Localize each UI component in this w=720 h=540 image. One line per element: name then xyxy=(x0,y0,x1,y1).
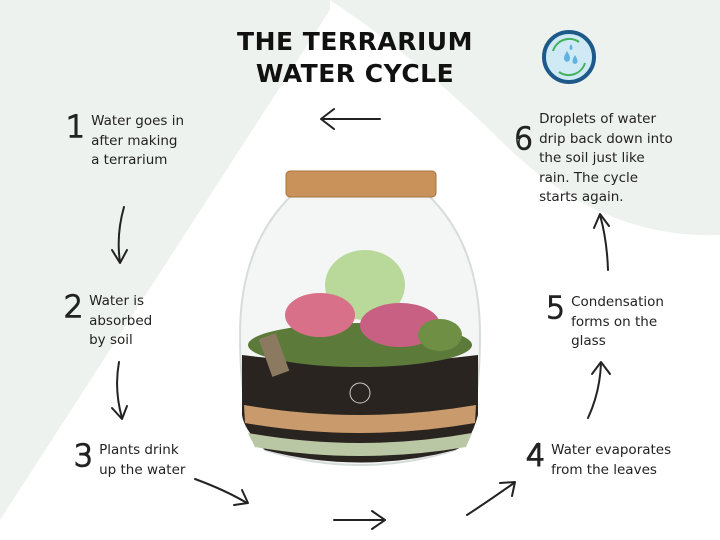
step-text-line: forms on the xyxy=(571,313,658,330)
step-text-line: by soil xyxy=(89,332,133,348)
arrow-up-icon xyxy=(593,213,610,271)
step-2: 2 Water is absorbed by soil xyxy=(63,290,153,351)
step-number: 2 xyxy=(63,290,84,325)
step-text-line: drip back down into xyxy=(539,130,673,147)
step-text-line: rain. The cycle xyxy=(539,169,639,186)
arrow-right-icon xyxy=(333,510,386,530)
title-line-1: THE TERRARIUM xyxy=(237,27,473,56)
step-5: 5 Condensation forms on the glass xyxy=(545,291,664,352)
title-line-2: WATER CYCLE xyxy=(255,59,455,88)
step-text-line: a terrarium xyxy=(91,152,168,168)
step-text-line: glass xyxy=(571,333,606,349)
step-6: 6 Droplets of water drip back down into … xyxy=(513,110,673,208)
arrow-down-icon xyxy=(111,206,128,264)
step-text-line: starts again. xyxy=(539,189,624,205)
terrarium-jar-illustration xyxy=(238,170,482,466)
step-text-line: Droplets of water xyxy=(539,111,657,127)
step-number: 6 xyxy=(513,122,534,157)
step-1: 1 Water goes in after making a terrarium xyxy=(65,110,185,171)
step-text-line: the soil just like xyxy=(539,150,645,166)
step-number: 5 xyxy=(545,291,566,326)
step-text-line: Water evaporates xyxy=(551,442,672,458)
step-text-line: Plants drink xyxy=(99,442,179,458)
step-number: 3 xyxy=(73,439,94,474)
step-text-line: absorbed xyxy=(89,312,153,329)
step-3: 3 Plants drink up the water xyxy=(73,439,186,480)
arrow-right-icon xyxy=(194,478,249,506)
step-text-line: after making xyxy=(91,132,178,149)
step-4: 4 Water evaporates from the leaves xyxy=(525,439,672,480)
water-cycle-icon xyxy=(542,30,596,84)
step-text-line: from the leaves xyxy=(551,461,657,478)
arrow-left-icon xyxy=(320,108,381,130)
step-text-line: Water is xyxy=(89,293,145,309)
step-text-line: up the water xyxy=(99,461,186,478)
page-title: THE TERRARIUM WATER CYCLE xyxy=(200,26,510,90)
step-text-line: Water goes in xyxy=(91,113,185,129)
step-number: 4 xyxy=(525,439,546,474)
arrow-up-icon xyxy=(587,361,611,419)
step-text-line: Condensation xyxy=(571,294,664,310)
step-number: 1 xyxy=(65,110,86,145)
arrow-up-right-icon xyxy=(466,481,516,516)
arrow-down-icon xyxy=(111,361,128,420)
